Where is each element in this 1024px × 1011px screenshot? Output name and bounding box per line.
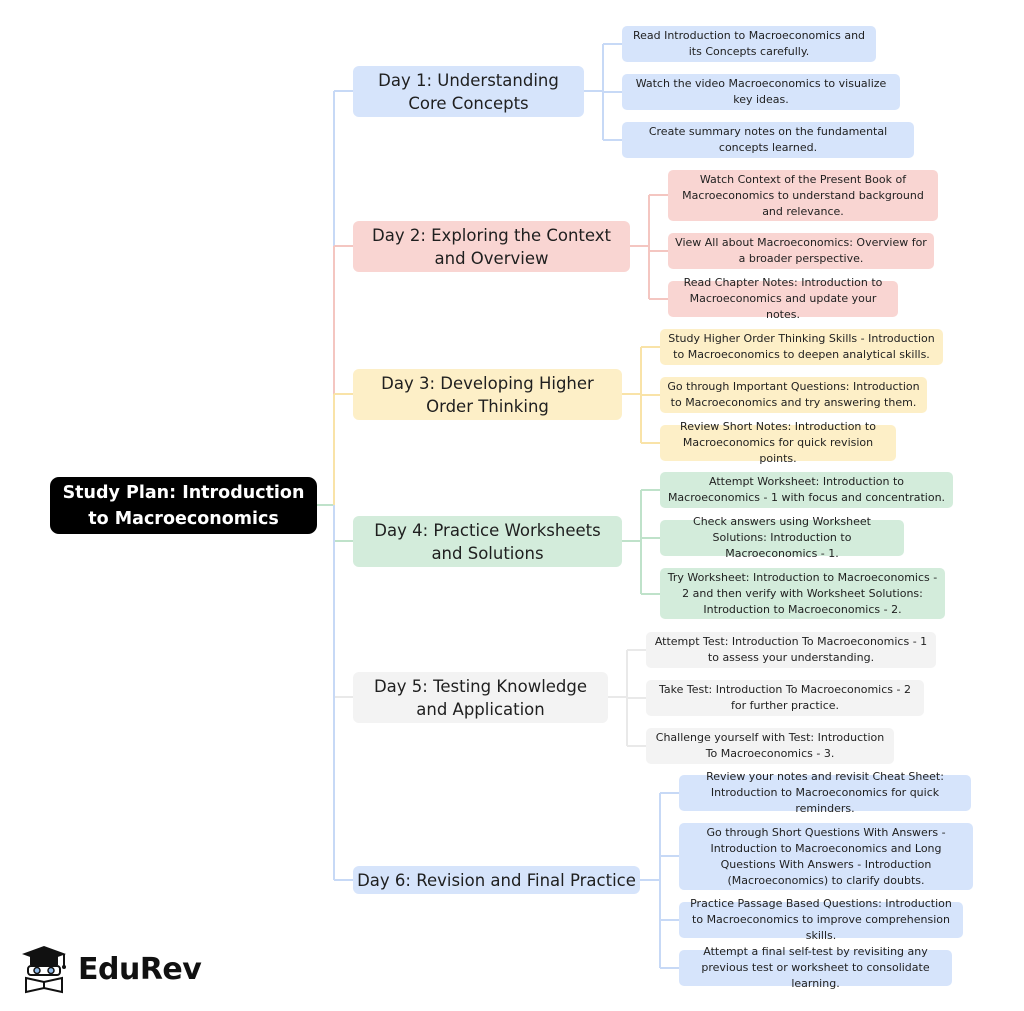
day-label: Day 1: Understanding Core Concepts xyxy=(378,70,559,113)
task-label: Review your notes and revisit Cheat Shee… xyxy=(706,770,944,815)
task-label: Create summary notes on the fundamental … xyxy=(648,125,888,154)
day-label: Day 2: Exploring the Context and Overvie… xyxy=(372,225,611,268)
day-label: Day 5: Testing Knowledge and Application xyxy=(373,676,588,719)
task-node: Read Introduction to Macroeconomics and … xyxy=(622,26,876,62)
task-node: Attempt Test: Introduction To Macroecono… xyxy=(646,632,936,668)
day-node-4: Day 4: Practice Worksheets and Solutions xyxy=(353,516,622,567)
day-node-2: Day 2: Exploring the Context and Overvie… xyxy=(353,221,630,272)
day-label: Day 4: Practice Worksheets and Solutions xyxy=(374,520,601,563)
task-node: Watch the video Macroeconomics to visual… xyxy=(622,74,900,110)
task-node: View All about Macroeconomics: Overview … xyxy=(668,233,934,269)
task-label: Check answers using Worksheet Solutions:… xyxy=(693,515,871,560)
task-node: Study Higher Order Thinking Skills - Int… xyxy=(660,329,943,365)
task-node: Read Chapter Notes: Introduction to Macr… xyxy=(668,276,898,321)
task-node: Try Worksheet: Introduction to Macroecon… xyxy=(660,568,945,619)
task-label: Attempt Test: Introduction To Macroecono… xyxy=(654,635,928,664)
graduation-cap-reader-icon xyxy=(22,946,66,994)
task-node: Check answers using Worksheet Solutions:… xyxy=(660,515,904,560)
task-node: Create summary notes on the fundamental … xyxy=(622,122,914,158)
task-node: Go through Important Questions: Introduc… xyxy=(660,377,927,413)
task-label: Go through Important Questions: Introduc… xyxy=(667,380,920,409)
task-label: View All about Macroeconomics: Overview … xyxy=(675,236,927,265)
brand-name: EduRev xyxy=(78,951,202,987)
task-node: Review your notes and revisit Cheat Shee… xyxy=(679,770,971,815)
task-label: Go through Short Questions With Answers … xyxy=(706,825,946,887)
task-node: Go through Short Questions With Answers … xyxy=(679,823,973,890)
day-label: Day 3: Developing Higher Order Thinking xyxy=(381,373,594,416)
task-label: Watch the video Macroeconomics to visual… xyxy=(635,77,887,106)
task-node: Practice Passage Based Questions: Introd… xyxy=(679,897,963,942)
task-label: Watch Context of the Present Book of Mac… xyxy=(682,172,924,218)
task-label: Read Introduction to Macroeconomics and … xyxy=(632,29,866,58)
task-label: Take Test: Introduction To Macroeconomic… xyxy=(659,683,911,712)
day-node-5: Day 5: Testing Knowledge and Application xyxy=(353,672,608,723)
root-label: Study Plan: Introduction to Macroeconomi… xyxy=(62,482,305,529)
task-label: Review Short Notes: Introduction to Macr… xyxy=(680,420,876,465)
task-node: Attempt a final self-test by revisiting … xyxy=(679,945,952,990)
task-node: Take Test: Introduction To Macroeconomic… xyxy=(646,680,924,716)
task-label: Challenge yourself with Test: Introducti… xyxy=(655,731,885,760)
day-node-6: Day 6: Revision and Final Practice xyxy=(353,866,640,894)
task-node: Challenge yourself with Test: Introducti… xyxy=(646,728,894,764)
task-label: Study Higher Order Thinking Skills - Int… xyxy=(668,332,935,361)
task-node: Review Short Notes: Introduction to Macr… xyxy=(660,420,896,465)
day-node-3: Day 3: Developing Higher Order Thinking xyxy=(353,369,622,420)
root-node: Study Plan: Introduction to Macroeconomi… xyxy=(50,477,317,534)
day-node-1: Day 1: Understanding Core Concepts xyxy=(353,66,584,117)
task-label: Try Worksheet: Introduction to Macroecon… xyxy=(667,570,938,616)
task-node: Watch Context of the Present Book of Mac… xyxy=(668,170,938,221)
task-label: Attempt a final self-test by revisiting … xyxy=(701,945,930,990)
edurev-logo: EduRev xyxy=(18,943,208,995)
task-label: Practice Passage Based Questions: Introd… xyxy=(690,897,952,942)
day-label: Day 6: Revision and Final Practice xyxy=(357,870,636,890)
task-label: Attempt Worksheet: Introduction to Macro… xyxy=(667,475,946,504)
task-label: Read Chapter Notes: Introduction to Macr… xyxy=(683,276,883,321)
task-node: Attempt Worksheet: Introduction to Macro… xyxy=(660,472,953,508)
